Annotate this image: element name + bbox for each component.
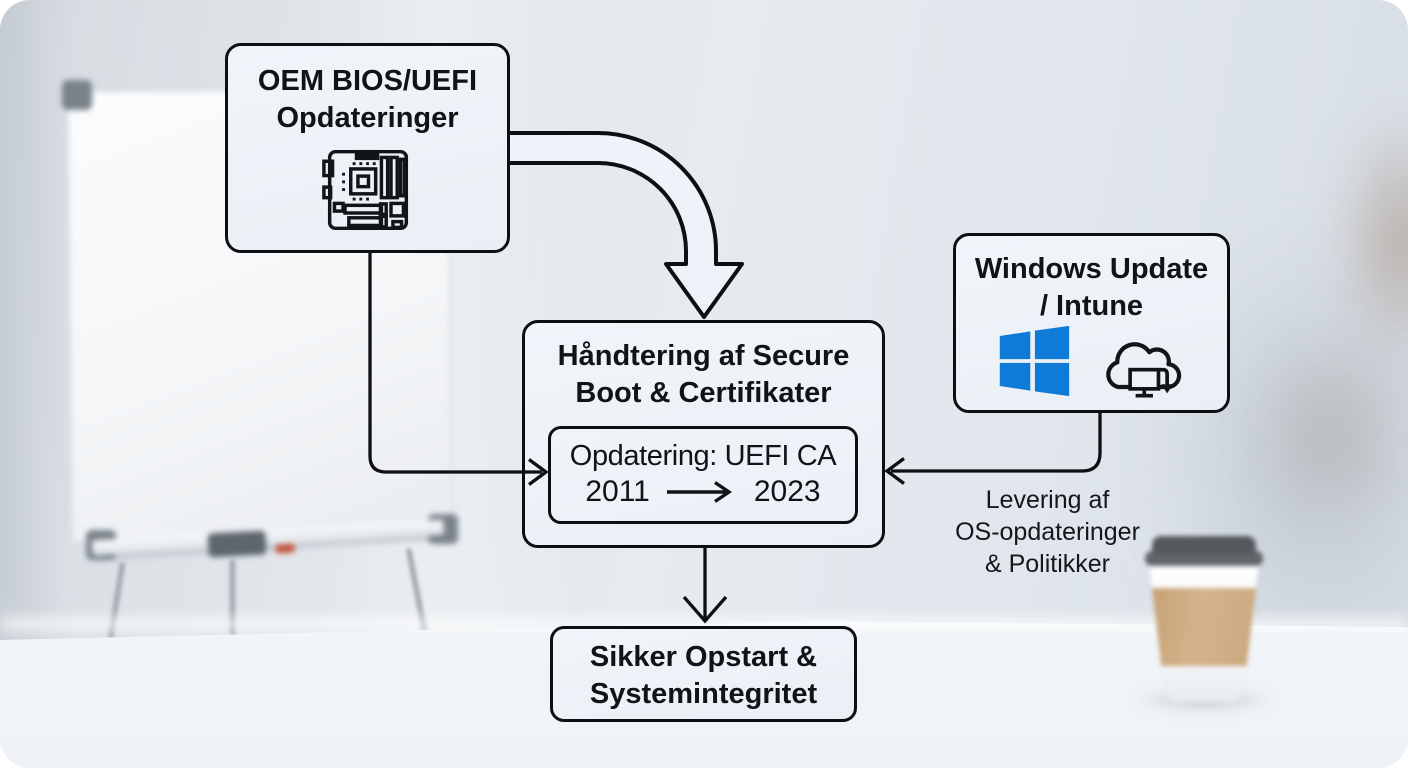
node-windows-title-line1: Windows Update xyxy=(974,253,1209,285)
easel-leg xyxy=(230,560,235,636)
node-ca-update: Opdatering: UEFI CA 2011 2023 xyxy=(548,426,858,524)
node-secure-boot-management: Håndtering af Secure Boot & Certifikater… xyxy=(522,320,885,548)
ca-from-year: 2011 xyxy=(585,475,650,508)
arrow-right-icon xyxy=(666,481,732,503)
delivery-label-line3: & Politikker xyxy=(984,550,1111,578)
red-marker xyxy=(274,543,296,554)
whiteboard-corner-bracket xyxy=(62,80,92,110)
arrowhead-left-icon xyxy=(884,457,905,485)
node-management-title-line2: Boot & Certifikater xyxy=(575,377,832,409)
cloud-download-icon xyxy=(1105,342,1181,398)
whiteboard-marker-tray xyxy=(91,519,445,556)
ca-to-year: 2023 xyxy=(753,475,821,508)
node-oem-title-line2: Opdateringer xyxy=(276,102,459,134)
node-outcome-title-line2: Systemintegritet xyxy=(589,678,818,710)
windows-to-ca-connector xyxy=(891,413,1102,473)
node-oem-bios-uefi: OEM BIOS/UEFI Opdateringer xyxy=(225,43,510,253)
windows-logo-icon xyxy=(999,325,1069,397)
ca-update-text: Opdatering: UEFI CA xyxy=(569,440,837,472)
node-windows-title-line2: / Intune xyxy=(1039,290,1144,322)
delivery-edge-label: Levering af OS-opdateringer & Politikker xyxy=(935,484,1160,580)
node-windows-update-intune: Windows Update / Intune xyxy=(953,233,1230,413)
coffee-cup-shadow xyxy=(1132,688,1276,712)
blurred-object-right xyxy=(1255,330,1408,530)
coffee-cup-body xyxy=(1149,564,1259,702)
node-oem-title-line1: OEM BIOS/UEFI xyxy=(257,65,478,97)
oem-to-management-arrow xyxy=(503,131,744,319)
whiteboard-eraser xyxy=(207,530,267,558)
node-management-title-line1: Håndtering af Secure xyxy=(557,340,850,372)
node-secure-start: Sikker Opstart & Systemintegritet xyxy=(550,626,857,722)
delivery-label-line1: Levering af xyxy=(985,486,1110,514)
whiteboard-corner-bracket xyxy=(86,530,116,560)
wall-shading-left xyxy=(0,0,70,700)
coffee-cup-sleeve xyxy=(1152,588,1256,666)
delivery-label-line2: OS-opdateringer xyxy=(955,518,1140,546)
arrowhead-down-icon xyxy=(682,595,728,624)
easel-leg xyxy=(107,562,126,640)
oem-to-ca-connector xyxy=(368,253,542,474)
whiteboard-corner-bracket xyxy=(428,514,458,544)
coffee-cup-lid xyxy=(1145,551,1263,566)
coffee-cup-lid-top xyxy=(1152,536,1256,554)
coffee-cup xyxy=(1132,536,1276,712)
blurred-object-top-right xyxy=(1338,110,1408,370)
motherboard-icon xyxy=(321,149,408,231)
easel-leg xyxy=(406,548,427,632)
node-outcome-title-line1: Sikker Opstart & xyxy=(589,641,818,673)
